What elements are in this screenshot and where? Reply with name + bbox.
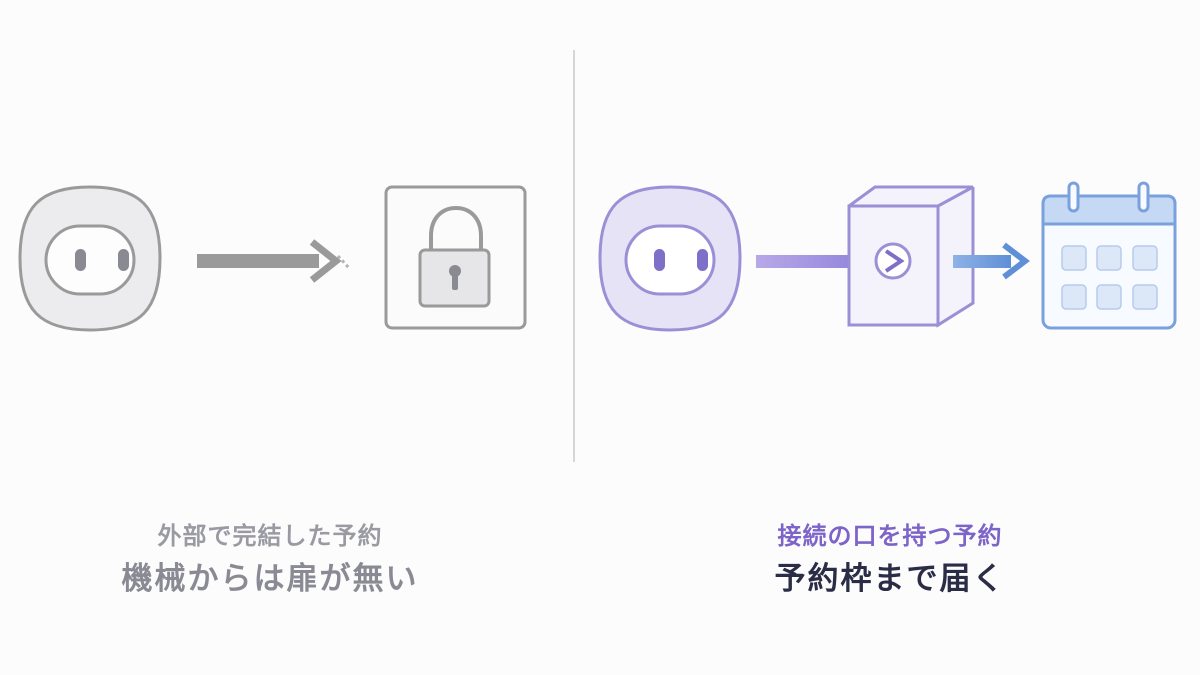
left-caption: 外部で完結した予約 機械からは扉が無い [10, 518, 530, 604]
left-subtitle: 外部で完結した予約 [157, 522, 383, 550]
right-subtitle: 接続の口を持つ予約 [777, 522, 1003, 550]
center-divider [573, 50, 575, 462]
arrow-right-icon-blue [953, 242, 1030, 280]
left-title: 機械からは扉が無い [121, 561, 419, 597]
box-icon [847, 185, 975, 328]
lock-icon [384, 185, 527, 330]
right-caption: 接続の口を持つ予約 予約枠まで届く [630, 518, 1150, 604]
arrow-right-icon-left [197, 239, 351, 283]
calendar-icon [1041, 181, 1177, 330]
robot-icon-right [598, 185, 742, 332]
robot-icon-left [18, 185, 162, 332]
right-title: 予約枠まで届く [774, 561, 1006, 597]
